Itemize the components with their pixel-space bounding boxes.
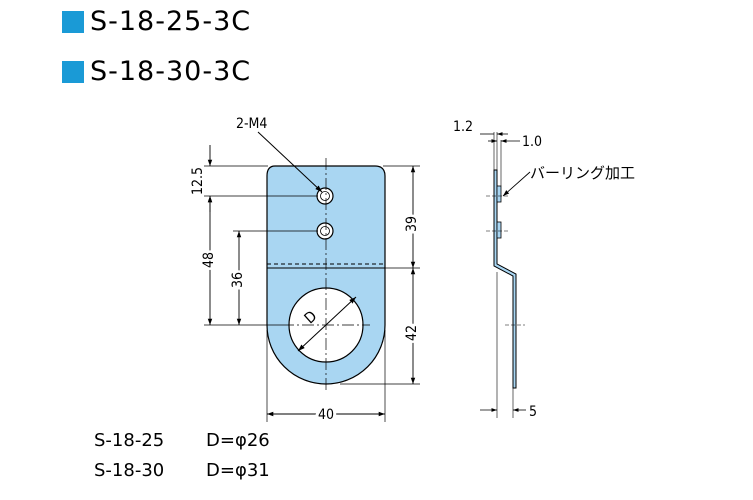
heading-model-1: S-18-25-3C: [62, 8, 251, 35]
heading-model-2: S-18-30-3C: [62, 58, 251, 85]
m4-hole-upper: [316, 187, 334, 205]
spec-model: S-18-25: [94, 430, 165, 451]
dim-12-5-label: 12.5: [190, 167, 206, 195]
bracket-side-view: 1.2 1.0 バーリング加工 5: [453, 119, 635, 420]
spec-model: S-18-30: [94, 460, 165, 481]
spec-row: S-18-30 D=φ31: [94, 462, 270, 480]
right-dimensions: 39 42: [340, 165, 423, 385]
heading-text: S-18-30-3C: [90, 56, 252, 87]
burring-leader: [502, 171, 531, 197]
diameter-leader: [297, 296, 357, 352]
blue-square-icon: [62, 60, 84, 83]
burring-boss: [496, 221, 502, 239]
hole-callout: 2-M4: [236, 116, 323, 193]
width-dimension: 40: [266, 330, 386, 426]
dim-48-label: 48: [201, 252, 217, 268]
dim-39-label: 39: [404, 216, 420, 232]
spec-value: D=φ26: [206, 430, 270, 451]
left-dimensions: 12.5 48 36: [190, 145, 318, 326]
dim-42-label: 42: [404, 325, 420, 341]
hole-callout-label: 2-M4: [236, 116, 267, 132]
dim-36-label: 36: [230, 272, 246, 288]
dim-40-label: 40: [318, 407, 334, 423]
burring-note: バーリング加工: [530, 164, 635, 182]
heading-text: S-18-25-3C: [90, 6, 252, 37]
m4-hole-lower-inner: [320, 226, 330, 236]
blue-square-icon: [62, 10, 84, 33]
dim-5-label: 5: [529, 404, 537, 420]
m4-hole-upper-inner: [320, 191, 330, 201]
dim-1-0-label: 1.0: [522, 134, 542, 150]
hole-leader: [257, 131, 323, 193]
spec-value: D=φ31: [206, 460, 270, 481]
dim-1-2-label: 1.2: [453, 119, 473, 135]
bracket-front-view: D: [266, 158, 386, 392]
spec-row: S-18-25 D=φ26: [94, 432, 270, 450]
burring-boss: [496, 185, 502, 203]
m4-hole-lower: [316, 222, 334, 240]
